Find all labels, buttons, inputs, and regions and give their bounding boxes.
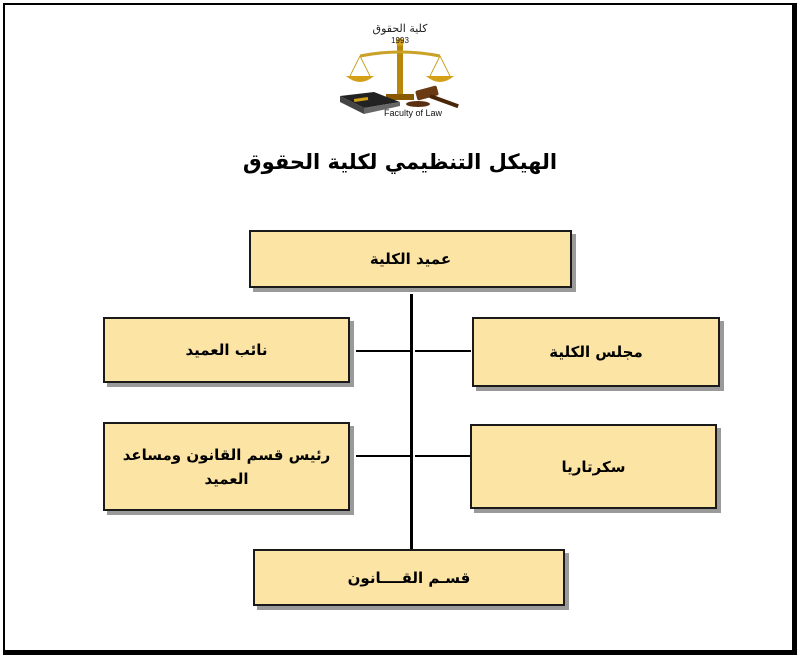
box-dean: عميد الكلية [249,230,572,288]
box-secretariat: سكرتاريا [470,424,717,509]
connector-vice-dean [356,350,410,352]
connector-council [415,350,471,352]
connector-trunk [410,294,413,550]
logo-year: 1993 [391,36,409,45]
logo-caption: Faculty of Law [383,108,443,118]
connector-secretariat [415,455,471,457]
box-faculty-council: مجلس الكلية [472,317,720,387]
page-frame [3,3,797,655]
faculty-logo-icon [340,38,459,114]
box-head-law-dept: رئيس قسم القانون ومساعد العميد [103,422,350,511]
chart-title: الهيكل التنظيمي لكلية الحقوق [242,150,558,174]
box-law-dept: قسـم القــــانون [253,549,565,606]
connector-head-law [356,455,410,457]
logo-arabic-text: كلية الحقوق [372,22,428,35]
box-vice-dean: نائب العميد [103,317,350,383]
